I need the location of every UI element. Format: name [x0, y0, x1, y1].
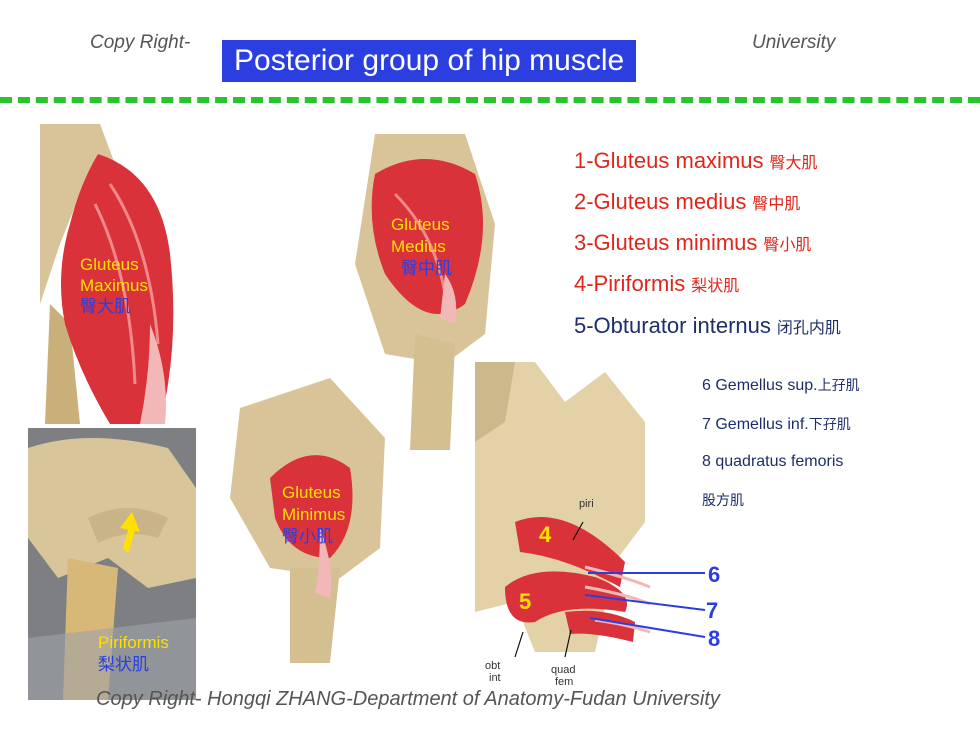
gluteus-maximus-figure: Gluteus Maximus 臀大肌 — [40, 124, 190, 424]
pointer-lines — [584, 572, 706, 638]
legend-item-4: 4-Piriformis 梨状肌 — [574, 271, 739, 297]
side-list-item-8: 8 quadratus femoris — [702, 453, 843, 471]
piriformis-photo: Piriformis 梨状肌 — [28, 428, 196, 700]
deep-muscles-illustration — [475, 362, 651, 658]
legend-item-2-cn: 臀中肌 — [752, 196, 801, 213]
deep-muscles-figure: 4 5 piri obt int quad fem — [475, 362, 670, 690]
maximus-label-cn: 臀大肌 — [80, 297, 131, 316]
gluteus-medius-illustration — [355, 134, 495, 450]
legend-item-1-cn: 臀大肌 — [769, 155, 818, 172]
deep-label-quad: quad — [551, 664, 576, 676]
legend-item-1-en: 1-Gluteus maximus — [574, 148, 764, 173]
legend-item-2: 2-Gluteus medius 臀中肌 — [574, 189, 800, 215]
deep-label-int: int — [489, 672, 501, 684]
side-list-item-7-cn: 下孖肌 — [808, 416, 851, 432]
gluteus-medius-figure: Gluteus Medius 臀中肌 — [345, 134, 495, 450]
minimus-label-cn: 臀小肌 — [282, 527, 333, 546]
minimus-label-en1: Gluteus — [282, 483, 341, 502]
copyright-top-right: University — [752, 32, 836, 53]
legend-item-5: 5-Obturator internus 闭孔内肌 — [574, 313, 841, 339]
side-list-item-8b-cn: 股方肌 — [702, 492, 744, 508]
dashed-divider — [0, 97, 980, 103]
gluteus-minimus-figure: Gluteus Minimus 臀小肌 — [230, 378, 390, 663]
side-list-item-6: 6 Gemellus sup.上孖肌 — [702, 375, 860, 395]
medius-label-cn: 臀中肌 — [401, 259, 452, 278]
piriformis-label-cn: 梨状肌 — [98, 655, 149, 674]
deep-label-5: 5 — [519, 589, 532, 614]
legend-item-5-cn: 闭孔内肌 — [776, 320, 841, 337]
copyright-top-left: Copy Right- — [90, 32, 191, 53]
legend-item-2-en: 2-Gluteus medius — [574, 189, 747, 214]
side-list-item-7-en: 7 Gemellus inf. — [702, 416, 809, 433]
deep-label-4: 4 — [539, 522, 552, 547]
maximus-label-en1: Gluteus — [80, 255, 139, 274]
legend-item-4-cn: 梨状肌 — [691, 278, 740, 295]
legend-item-3-cn: 臀小肌 — [763, 237, 812, 254]
minimus-label-en2: Minimus — [282, 505, 346, 524]
legend-item-3-en: 3-Gluteus minimus — [574, 230, 758, 255]
side-list-item-6-cn: 上孖肌 — [817, 377, 860, 393]
deep-label-7: 7 — [706, 598, 719, 623]
page-title: Posterior group of hip muscle — [222, 40, 637, 82]
legend-item-5-en: 5-Obturator internus — [574, 313, 771, 338]
deep-label-obt: obt — [485, 660, 501, 672]
legend-item-1: 1-Gluteus maximus 臀大肌 — [574, 148, 818, 174]
piriformis-illustration — [28, 428, 196, 700]
legend-item-3: 3-Gluteus minimus 臀小肌 — [574, 230, 811, 256]
gluteus-maximus-illustration — [40, 124, 174, 424]
piriformis-label-en: Piriformis — [98, 633, 169, 652]
side-list-item-7: 7 Gemellus inf.下孖肌 — [702, 414, 851, 434]
maximus-label-en2: Maximus — [80, 276, 149, 295]
side-list-item-8-en: 8 quadratus femoris — [702, 453, 844, 470]
side-list-item-6-en: 6 Gemellus sup. — [702, 377, 818, 394]
deep-label-8: 8 — [708, 626, 721, 651]
gluteus-minimus-illustration — [230, 378, 385, 663]
medius-label-en1: Gluteus — [391, 215, 450, 234]
legend-item-4-en: 4-Piriformis — [574, 271, 686, 296]
deep-label-6: 6 — [708, 562, 721, 587]
side-list-item-8-cn-line: 股方肌 — [702, 490, 744, 510]
medius-label-en2: Medius — [391, 237, 446, 256]
deep-label-piri: piri — [579, 498, 594, 510]
copyright-footer: Copy Right- Hongqi ZHANG-Department of A… — [96, 688, 720, 710]
deep-label-fem: fem — [555, 676, 574, 688]
